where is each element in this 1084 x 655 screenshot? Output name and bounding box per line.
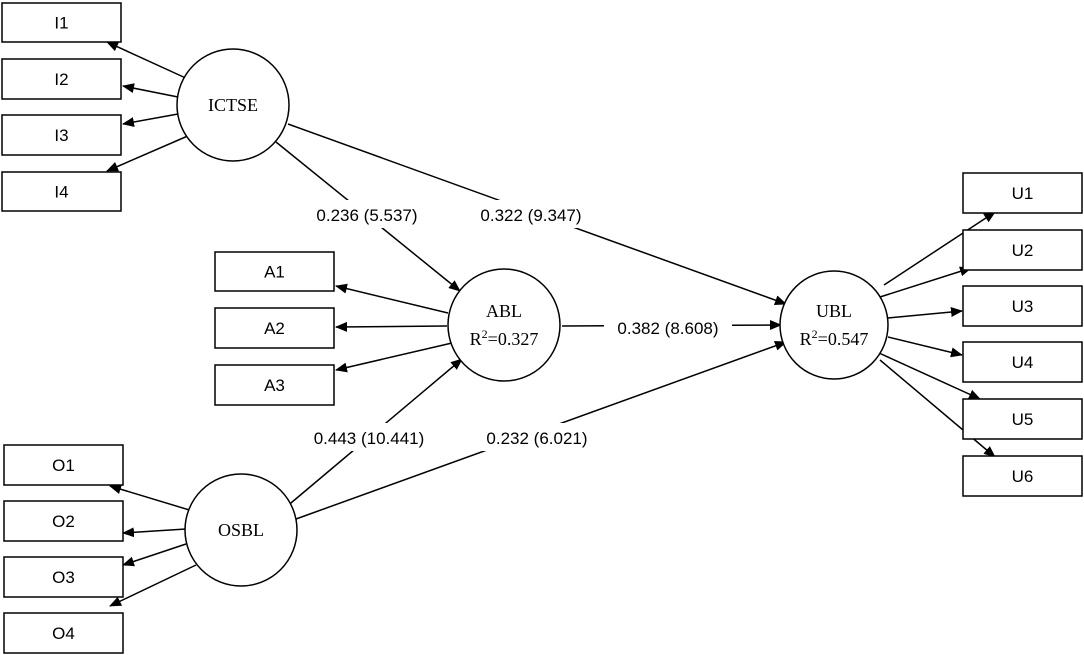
indicator-i2: I2 <box>1 58 122 100</box>
indicator-i3-label: I3 <box>54 126 68 145</box>
indicator-o3-label: O3 <box>52 568 75 587</box>
edge-ictse-i4 <box>106 134 191 172</box>
edge-osbl-o4 <box>109 564 197 607</box>
indicator-u4: U4 <box>962 341 1083 383</box>
construct-abl-label: ABL <box>486 301 522 321</box>
indicator-u6: U6 <box>962 455 1083 497</box>
indicator-u2-label: U2 <box>1012 241 1034 260</box>
indicator-i4-label: I4 <box>54 183 68 202</box>
edge-ictse-i2 <box>122 83 179 98</box>
indicator-o1: O1 <box>3 444 124 486</box>
edge-osbl-o3 <box>122 543 187 567</box>
indicator-o2: O2 <box>3 500 124 542</box>
construct-ubl-label: UBL <box>816 301 852 321</box>
coef-osbl-ubl: 0.232 (6.021) <box>486 429 587 448</box>
indicator-u5-label: U5 <box>1012 410 1034 429</box>
indicator-a2: A2 <box>214 307 335 349</box>
edge-abl-a1 <box>335 283 449 314</box>
coef-ictse-abl: 0.236 (5.537) <box>316 206 417 225</box>
edge-ictse-i3 <box>122 113 179 127</box>
indicator-o4: O4 <box>3 612 124 654</box>
indicator-u6-label: U6 <box>1012 467 1034 486</box>
indicator-u1-label: U1 <box>1012 184 1034 203</box>
indicator-i2-label: I2 <box>54 70 68 89</box>
indicator-i1: I1 <box>1 2 122 43</box>
indicator-u2: U2 <box>962 229 1083 271</box>
coef-ictse-ubl: 0.322 (9.347) <box>480 206 581 225</box>
construct-abl-r2: R2=0.327 <box>470 327 539 349</box>
indicator-o2-label: O2 <box>52 512 75 531</box>
indicator-i1-label: I1 <box>54 14 68 33</box>
edge-ubl-u1 <box>883 211 996 286</box>
construct-ubl-r2: R2=0.547 <box>800 327 869 349</box>
indicator-a1-label: A1 <box>264 263 285 282</box>
indicator-o3: O3 <box>3 556 124 598</box>
construct-osbl-label: OSBL <box>218 520 264 540</box>
indicator-a3: A3 <box>214 364 335 406</box>
construct-ictse-label: ICTSE <box>208 95 258 115</box>
indicator-o1-label: O1 <box>52 456 75 475</box>
edge-osbl-o1 <box>109 484 197 513</box>
edge-abl-a3 <box>335 342 453 373</box>
indicator-u1: U1 <box>962 172 1083 214</box>
indicator-a1: A1 <box>214 251 335 292</box>
indicator-u3-label: U3 <box>1012 297 1034 316</box>
indicator-o4-label: O4 <box>52 624 75 643</box>
edge-ubl-u6 <box>879 359 996 458</box>
indicator-a3-label: A3 <box>264 376 285 395</box>
construct-ubl: UBL R2=0.547 <box>779 270 889 380</box>
edge-ubl-u5 <box>878 352 981 400</box>
edge-abl-a2 <box>335 321 448 332</box>
indicator-i4: I4 <box>1 171 122 212</box>
indicator-i3: I3 <box>1 114 122 156</box>
edge-ictse-i1 <box>106 41 191 81</box>
construct-abl: ABL R2=0.327 <box>447 268 561 382</box>
coef-osbl-abl: 0.443 (10.441) <box>314 429 425 448</box>
edge-ubl-u3 <box>887 307 963 319</box>
construct-osbl: OSBL <box>184 473 298 587</box>
coef-abl-ubl: 0.382 (8.608) <box>617 319 718 338</box>
edge-ubl-u4 <box>887 336 963 358</box>
indicator-a2-label: A2 <box>264 319 285 338</box>
edge-ubl-u2 <box>879 266 972 298</box>
indicator-u3: U3 <box>962 285 1083 327</box>
construct-ictse: ICTSE <box>176 48 290 162</box>
indicator-u5: U5 <box>962 398 1083 440</box>
edge-osbl-o2 <box>122 527 187 538</box>
indicator-u4-label: U4 <box>1012 353 1034 372</box>
